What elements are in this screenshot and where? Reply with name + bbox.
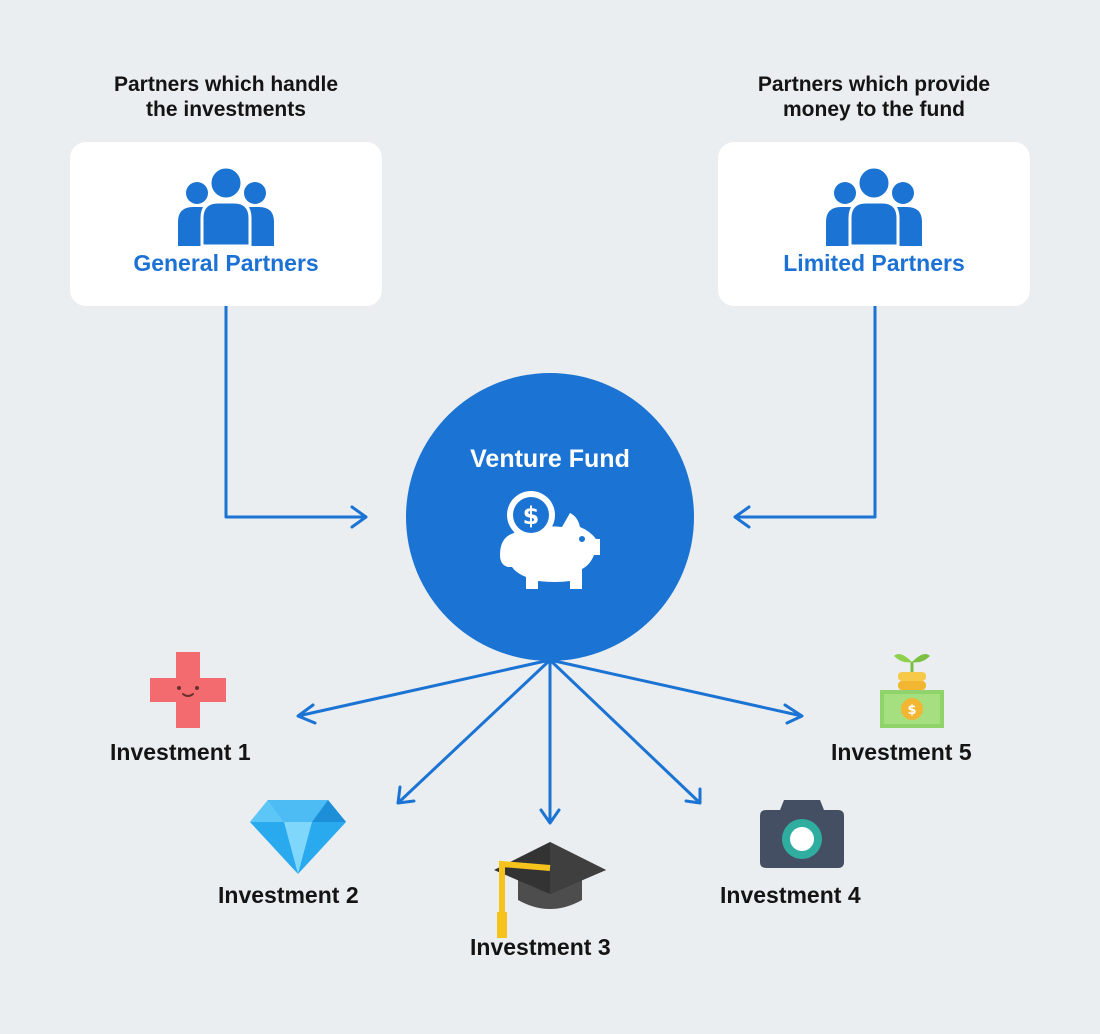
investment-3-label: Investment 3 xyxy=(470,934,611,960)
limited-caption-line2: money to the fund xyxy=(783,98,965,121)
venture-fund-circle: Venture Fund $ xyxy=(406,373,694,661)
piggy-bank-dollar-icon: $ xyxy=(500,491,600,589)
fund-to-investment-3-arrow xyxy=(539,658,561,825)
people-group-icon xyxy=(826,166,922,246)
general-partners-caption: Partners which handle the investments xyxy=(56,72,396,122)
investment-5-label: Investment 5 xyxy=(831,739,972,765)
general-caption-line2: the investments xyxy=(146,98,306,121)
limited-partners-card: Limited Partners xyxy=(718,142,1030,306)
general-caption-line1: Partners which handle xyxy=(113,73,339,96)
general-partners-label: General Partners xyxy=(133,250,319,276)
svg-text:$: $ xyxy=(907,703,916,718)
investment-2-label: Investment 2 xyxy=(218,882,359,908)
limited-to-fund-arrow xyxy=(733,304,877,529)
venture-fund-title: Venture Fund xyxy=(470,445,630,473)
limited-caption-line1: Partners which provide xyxy=(757,73,991,96)
limited-partners-label: Limited Partners xyxy=(783,250,965,276)
graduation-cap-icon xyxy=(494,842,606,938)
limited-partners-caption: Partners which provide money to the fund xyxy=(704,72,1044,122)
fund-to-investment-2-arrow xyxy=(396,658,552,805)
investment-4-label: Investment 4 xyxy=(720,882,861,908)
diamond-icon xyxy=(250,800,346,874)
svg-text:$: $ xyxy=(523,502,540,530)
people-group-icon xyxy=(178,166,274,246)
general-to-fund-arrow xyxy=(224,304,368,529)
investment-1-label: Investment 1 xyxy=(110,739,251,765)
medical-cross-icon xyxy=(150,652,226,728)
camera-icon xyxy=(760,800,844,868)
money-plant-icon: $ xyxy=(880,654,944,728)
fund-to-investment-4-arrow xyxy=(548,658,702,805)
fund-to-investment-1-arrow xyxy=(296,658,552,725)
fund-to-investment-5-arrow xyxy=(548,658,804,725)
general-partners-card: General Partners xyxy=(70,142,382,306)
